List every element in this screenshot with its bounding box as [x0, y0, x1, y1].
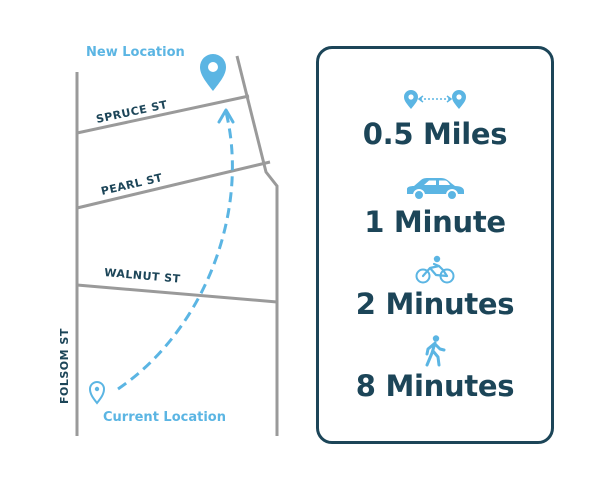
bicycle-stat: 2 Minutes	[319, 255, 551, 321]
walnut-street	[76, 283, 278, 304]
bicycle-icon	[415, 255, 455, 284]
destination-pin-icon	[200, 54, 226, 91]
distance-value: 0.5 Miles	[362, 117, 508, 151]
east-street	[235, 55, 279, 436]
street-map: SPRUCE ST PEARL ST WALNUT ST FOLSOM ST N…	[58, 45, 279, 436]
origin-pin-icon	[88, 381, 106, 405]
walking-time-value: 8 Minutes	[355, 369, 515, 403]
distance-stat: 0.5 Miles	[319, 89, 551, 151]
spruce-street	[76, 94, 250, 135]
car-time-value: 1 Minute	[364, 205, 506, 239]
route-path	[117, 111, 234, 391]
route-arrowhead	[217, 108, 235, 124]
destination-label: New Location	[86, 45, 185, 60]
walking-icon	[425, 335, 446, 367]
origin-label: Current Location	[103, 410, 226, 425]
bicycle-time-value: 2 Minutes	[355, 287, 515, 321]
car-stat: 1 Minute	[319, 177, 551, 239]
folsom-street-label: FOLSOM ST	[58, 328, 71, 404]
car-icon	[407, 178, 464, 201]
travel-info-panel: 0.5 Miles 1 Minute 2 Minutes 8 Minutes	[316, 46, 554, 444]
walnut-street-label: WALNUT ST	[104, 266, 181, 286]
distance-icon	[404, 90, 466, 109]
walking-stat: 8 Minutes	[319, 335, 551, 403]
pearl-street	[76, 160, 271, 210]
